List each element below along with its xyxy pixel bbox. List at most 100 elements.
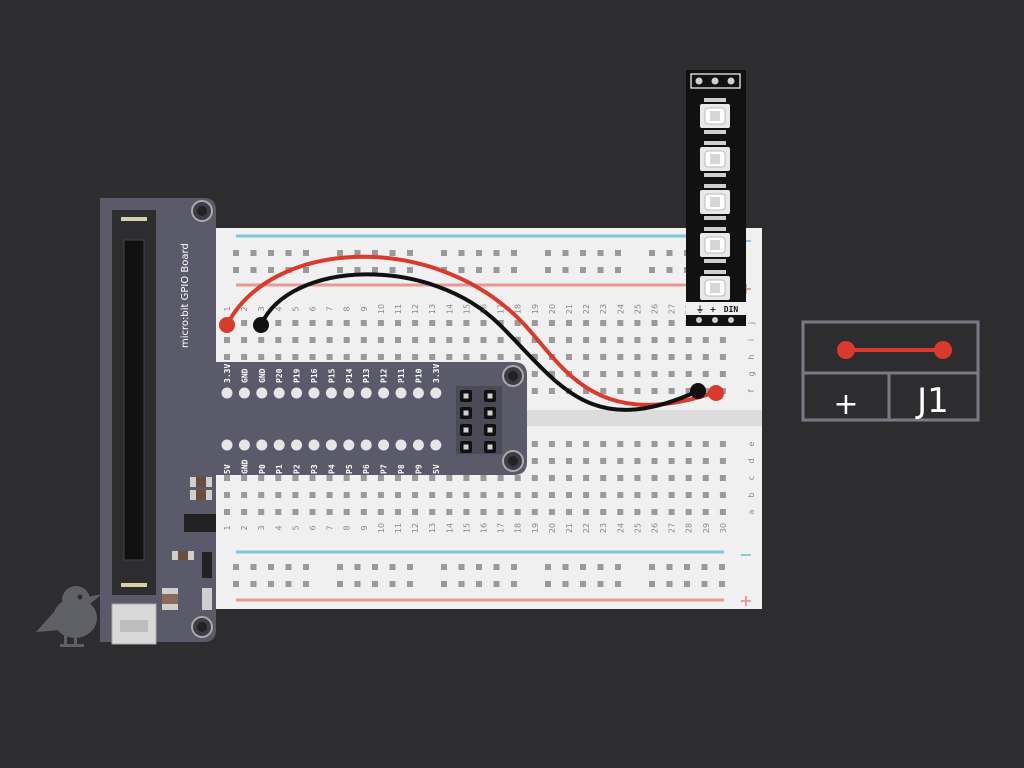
pin-bottom[interactable] <box>256 439 268 451</box>
wire-red[interactable] <box>225 254 718 407</box>
edge-connector <box>123 239 145 561</box>
column-number-bottom: 27 <box>668 523 677 533</box>
pin-label-bottom: P3 <box>310 464 319 474</box>
row-letter: c <box>747 476 756 480</box>
column-number-top: 12 <box>411 304 420 314</box>
pin-top[interactable] <box>378 387 390 399</box>
column-number-bottom: 25 <box>633 523 642 533</box>
column-number-bottom: 24 <box>616 523 625 533</box>
pin-bottom[interactable] <box>238 439 250 451</box>
legend-plus-symbol: + <box>833 387 858 422</box>
column-number-bottom: 15 <box>462 523 471 533</box>
column-number-bottom: 28 <box>685 523 694 533</box>
column-number-bottom: 29 <box>702 523 711 533</box>
pin-bottom[interactable] <box>395 439 407 451</box>
pin-bottom[interactable] <box>291 439 303 451</box>
column-number-top: 24 <box>616 304 625 314</box>
column-number-top: 7 <box>326 306 335 311</box>
pin-top[interactable] <box>325 387 337 399</box>
pin-top[interactable] <box>308 387 320 399</box>
pin-bottom[interactable] <box>325 439 337 451</box>
pin-top[interactable] <box>360 387 372 399</box>
column-number-bottom: 30 <box>719 523 728 533</box>
pin-label-top: P10 <box>414 368 423 383</box>
pin-label-bottom: P2 <box>293 464 302 474</box>
led-pixels <box>700 98 730 306</box>
column-number-top: 2 <box>240 306 249 311</box>
column-number-top: 23 <box>599 304 608 314</box>
led-pixel[interactable] <box>700 184 730 220</box>
column-number-bottom: 6 <box>309 525 318 530</box>
wire-black-end-strip[interactable] <box>690 383 706 399</box>
pin-bottom[interactable] <box>430 439 442 451</box>
rail-plus-label-bottom: + <box>739 591 752 610</box>
pin-top[interactable] <box>273 387 285 399</box>
wire-red-end-board[interactable] <box>219 317 235 333</box>
pin-label-top: P12 <box>380 368 389 383</box>
pin-label-bottom: GND <box>240 459 249 474</box>
column-number-bottom: 19 <box>531 523 540 533</box>
column-number-top: 15 <box>462 304 471 314</box>
pin-label-bottom: P9 <box>414 464 423 474</box>
column-number-top: 19 <box>531 304 540 314</box>
pin-label-top: 3.3V <box>223 364 232 383</box>
ic-chip <box>184 514 216 532</box>
pin-bottom[interactable] <box>360 439 372 451</box>
column-number-top: 14 <box>445 304 454 314</box>
column-number-bottom: 11 <box>394 523 403 533</box>
column-number-bottom: 14 <box>445 523 454 533</box>
column-number-bottom: 13 <box>428 523 437 533</box>
pin-top[interactable] <box>430 387 442 399</box>
pin-label-bottom: P7 <box>380 464 389 474</box>
column-number-bottom: 22 <box>582 523 591 533</box>
column-number-bottom: 9 <box>360 525 369 530</box>
pin-top[interactable] <box>256 387 268 399</box>
column-number-top: 27 <box>668 304 677 314</box>
pin-label-top: P11 <box>397 368 406 383</box>
column-number-bottom: 17 <box>497 523 506 533</box>
wire-black-end-board[interactable] <box>253 317 269 333</box>
column-number-bottom: 4 <box>274 525 283 530</box>
row-letter: e <box>747 441 756 446</box>
pin-bottom[interactable] <box>378 439 390 451</box>
wire-black[interactable] <box>259 272 700 412</box>
legend-label-j1: J1 <box>915 381 949 421</box>
led-pixel[interactable] <box>700 141 730 177</box>
rail-minus-label-bottom: − <box>739 545 752 564</box>
column-number-top: 21 <box>565 304 574 314</box>
pin-bottom[interactable] <box>221 439 233 451</box>
led-pixel[interactable] <box>700 227 730 263</box>
column-number-top: 17 <box>497 304 506 314</box>
pin-top[interactable] <box>221 387 233 399</box>
column-number-top: 3 <box>257 306 266 311</box>
column-number-bottom: 10 <box>377 523 386 533</box>
pin-top[interactable] <box>395 387 407 399</box>
pin-top[interactable] <box>343 387 355 399</box>
row-letter: j <box>747 322 756 325</box>
column-number-bottom: 12 <box>411 523 420 533</box>
pin-bottom[interactable] <box>273 439 285 451</box>
pin-label-top: GND <box>258 368 267 383</box>
column-number-top: 13 <box>428 304 437 314</box>
led-pixel[interactable] <box>700 270 730 306</box>
legend-wire-end-left <box>837 341 855 359</box>
column-number-top: 6 <box>309 306 318 311</box>
wire-red-end-strip[interactable] <box>708 385 724 401</box>
pin-bottom[interactable] <box>308 439 320 451</box>
pin-label-bottom: 5V <box>432 464 441 474</box>
pin-label-top: P13 <box>362 368 371 383</box>
led-label-power: + <box>710 305 717 314</box>
pin-top[interactable] <box>412 387 424 399</box>
neopixel-led-strip: ⏚ + DIN <box>686 70 746 326</box>
pin-bottom[interactable] <box>412 439 424 451</box>
pin-label-bottom: P5 <box>345 464 354 474</box>
pin-label-top: P20 <box>275 368 284 383</box>
pin-top[interactable] <box>238 387 250 399</box>
pin-label-top: P14 <box>345 368 354 383</box>
pin-bottom[interactable] <box>343 439 355 451</box>
pin-top[interactable] <box>291 387 303 399</box>
led-pixel[interactable] <box>700 98 730 134</box>
row-letter: f <box>747 389 756 392</box>
row-letter: g <box>747 371 756 376</box>
